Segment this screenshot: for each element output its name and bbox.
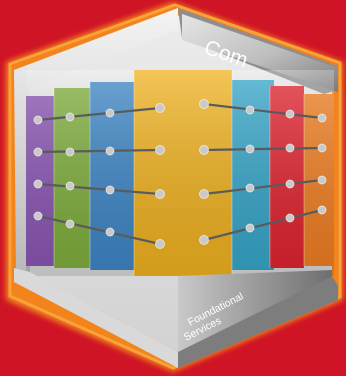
rod-right-1 [202,102,324,120]
rod-left-4 [36,214,162,246]
rod-right-3 [202,178,324,196]
connector-rods [36,102,324,246]
frame-outline [8,3,342,370]
columns [26,70,334,276]
connector-nodes [33,99,327,249]
rod-right-2 [202,146,324,152]
rod-left-2 [36,148,162,154]
rod-right-4 [202,208,324,242]
bottom-left-ledge [14,268,178,368]
columns-shading [26,70,334,276]
rod-left-3 [36,182,162,196]
rod-left-1 [36,106,162,122]
bottom-right-ledge [178,276,338,368]
